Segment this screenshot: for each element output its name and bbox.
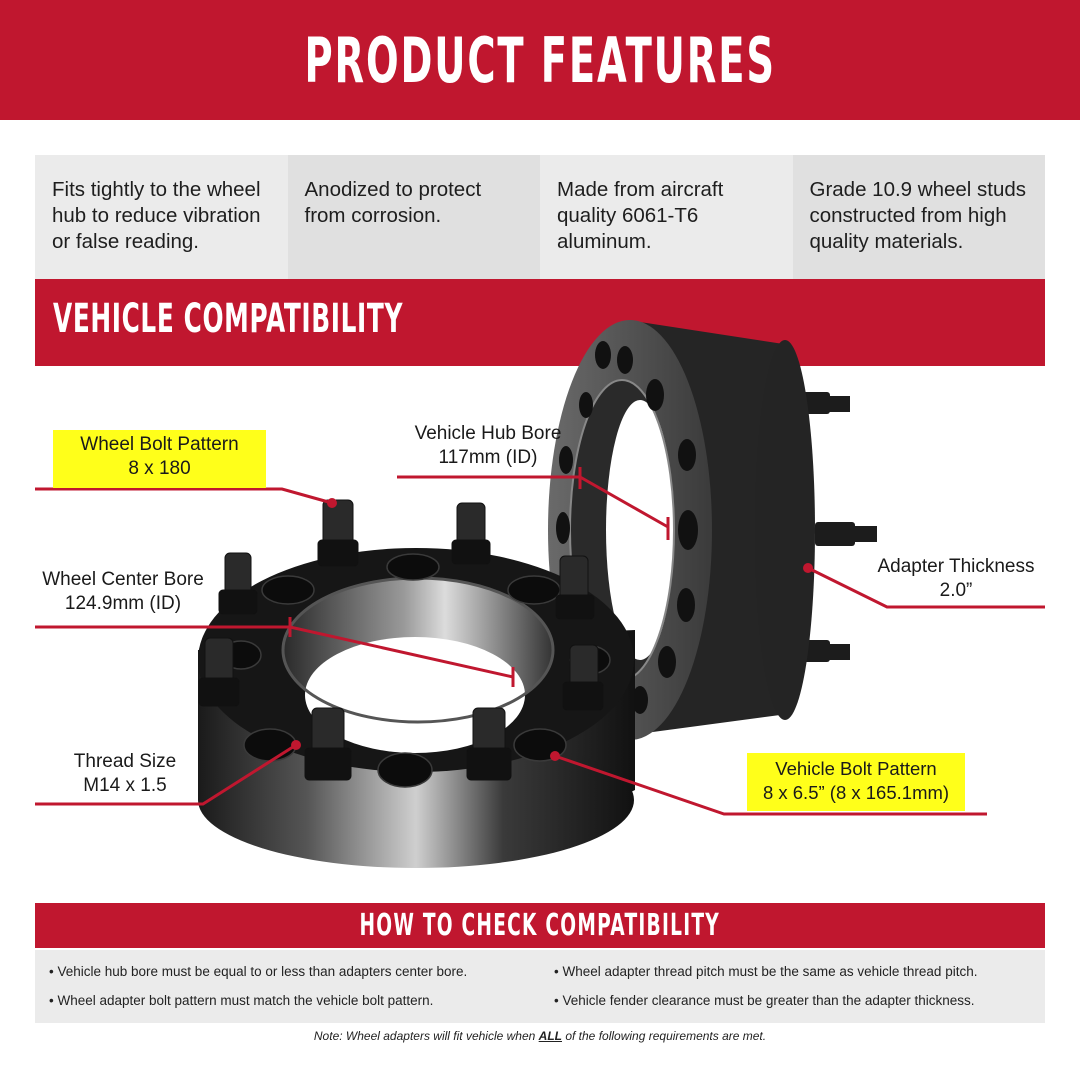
note-emphasis: ALL xyxy=(538,1029,562,1043)
wheel-bolt-pattern-value: 8 x 180 xyxy=(128,458,191,479)
note-prefix: Note: Wheel adapters will fit vehicle wh… xyxy=(313,1029,539,1043)
studs xyxy=(198,499,604,781)
compatibility-note: Note: Wheel adapters will fit vehicle wh… xyxy=(0,1029,1080,1043)
callout-dots xyxy=(291,498,813,761)
callout-lines xyxy=(35,467,1045,816)
features-row: Fits tightly to the wheel hub to reduce … xyxy=(35,155,1045,280)
thread-size-label: Thread Size M14 x 1.5 xyxy=(60,750,190,798)
adapter-thickness-title: Adapter Thickness xyxy=(877,556,1035,577)
wheel-center-bore-title: Wheel Center Bore xyxy=(42,569,204,590)
feature-anodized: Anodized to protect from corrosion. xyxy=(287,155,540,280)
adapter-thickness-value: 2.0” xyxy=(939,580,973,601)
left-adapter xyxy=(198,499,635,868)
check-compatibility-list: • Vehicle hub bore must be equal to or l… xyxy=(35,950,1045,1023)
check-compatibility-banner: HOW TO CHECK COMPATIBILITY xyxy=(35,903,1045,948)
check-item-thread-pitch: • Wheel adapter thread pitch must be the… xyxy=(554,964,978,979)
wheel-bolt-pattern-title: Wheel Bolt Pattern xyxy=(80,434,239,455)
vehicle-hub-bore-label: Vehicle Hub Bore 117mm (ID) xyxy=(393,422,583,470)
right-adapter xyxy=(548,320,877,740)
page-title: PRODUCT FEATURES xyxy=(304,23,776,97)
wheel-adapter-illustration xyxy=(35,320,1045,868)
check-compatibility-title: HOW TO CHECK COMPATIBILITY xyxy=(359,908,721,943)
note-suffix: of the following requirements are met. xyxy=(562,1029,767,1043)
check-item-fender-clearance: • Vehicle fender clearance must be great… xyxy=(554,993,975,1008)
vehicle-hub-bore-value: 117mm (ID) xyxy=(438,447,538,468)
wheel-center-bore-value: 124.9mm (ID) xyxy=(64,593,182,614)
header-banner: PRODUCT FEATURES xyxy=(0,0,1080,120)
vehicle-bolt-pattern-value: 8 x 6.5” (8 x 165.1mm) xyxy=(762,782,950,803)
feature-fit: Fits tightly to the wheel hub to reduce … xyxy=(35,155,288,280)
vehicle-bolt-pattern-label: Vehicle Bolt Pattern 8 x 6.5” (8 x 165.1… xyxy=(747,753,965,811)
vehicle-bolt-pattern-title: Vehicle Bolt Pattern xyxy=(775,758,937,779)
feature-studs: Grade 10.9 wheel studs constructed from … xyxy=(792,155,1045,280)
compatibility-banner: VEHICLE COMPATIBILITY xyxy=(35,279,1045,366)
adapter-thickness-label: Adapter Thickness 2.0” xyxy=(864,555,1048,603)
vehicle-hub-bore-title: Vehicle Hub Bore xyxy=(414,423,562,444)
thread-size-value: M14 x 1.5 xyxy=(83,775,167,796)
wheel-bolt-pattern-label: Wheel Bolt Pattern 8 x 180 xyxy=(53,430,266,488)
feature-aluminum: Made from aircraft quality 6061-T6 alumi… xyxy=(540,155,793,280)
compatibility-title: VEHICLE COMPATIBILITY xyxy=(53,296,404,342)
thread-size-title: Thread Size xyxy=(73,751,177,772)
wheel-center-bore-label: Wheel Center Bore 124.9mm (ID) xyxy=(28,568,218,616)
check-item-bolt-pattern: • Wheel adapter bolt pattern must match … xyxy=(49,993,434,1008)
check-item-hub-bore: • Vehicle hub bore must be equal to or l… xyxy=(49,964,468,979)
